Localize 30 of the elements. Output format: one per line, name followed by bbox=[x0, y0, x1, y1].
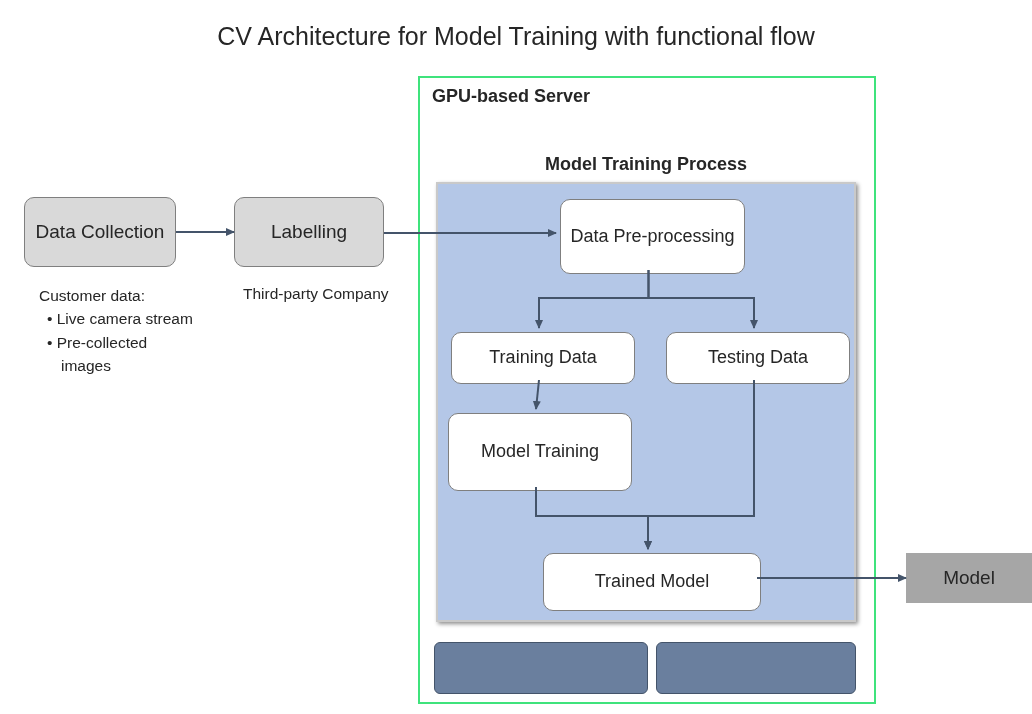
annotation-text: Customer data: bbox=[39, 286, 146, 306]
arrow bbox=[756, 574, 907, 582]
tool-box bbox=[434, 642, 648, 694]
section-heading: GPU-based Server bbox=[432, 86, 591, 107]
process-box bbox=[666, 332, 850, 384]
node-label: Training Data bbox=[488, 346, 598, 370]
process-box bbox=[451, 332, 635, 384]
tool-box bbox=[656, 642, 856, 694]
node-label: Data Collection bbox=[34, 219, 166, 244]
node-label: Labelling bbox=[269, 219, 349, 244]
process-box bbox=[543, 553, 761, 611]
process-box bbox=[560, 199, 745, 274]
arrow bbox=[644, 379, 755, 550]
node-label: Testing Data bbox=[706, 346, 810, 370]
process-box bbox=[448, 413, 632, 491]
node-label: Data Pre-processing bbox=[569, 224, 736, 248]
server-frame bbox=[418, 76, 876, 704]
node-label: Trained Model bbox=[593, 570, 711, 594]
section-heading: Model Training Process bbox=[543, 154, 749, 175]
bullet-item: • Pre-collected images bbox=[47, 332, 149, 376]
arrow bbox=[647, 269, 758, 329]
node-label: Model bbox=[942, 565, 996, 590]
arrow bbox=[532, 379, 541, 410]
annotation-text: Third-party Company bbox=[243, 284, 390, 304]
diagram-title: CV Architecture for Model Training with functional flow bbox=[216, 22, 816, 51]
arrow bbox=[175, 228, 235, 236]
bullet-item: • Live camera stream bbox=[47, 309, 194, 330]
node-label: Model Training bbox=[479, 440, 601, 464]
output-box bbox=[906, 553, 1032, 603]
arrow bbox=[383, 229, 557, 237]
